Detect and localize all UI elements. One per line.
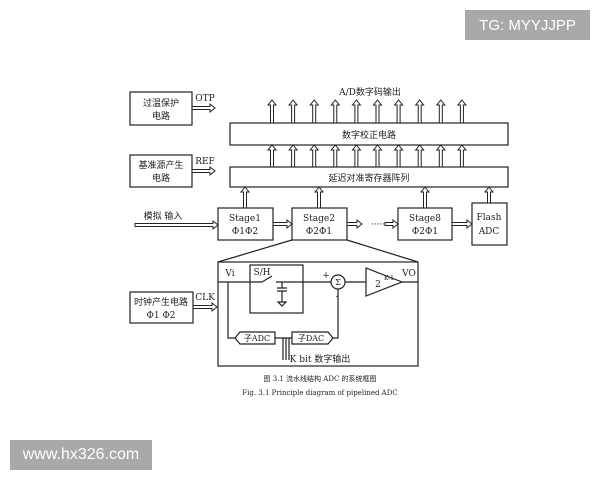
- output-arrow: [456, 99, 467, 124]
- output-label: A/D数字码输出: [338, 86, 401, 98]
- zoom-line-right: [346, 239, 419, 263]
- output-arrow: [435, 99, 446, 124]
- ref-signal: REF: [195, 157, 215, 167]
- stage8-to-flash-arrow: [451, 218, 473, 230]
- bus-arrow: [330, 144, 341, 168]
- output-arrow: [372, 99, 383, 124]
- stage-output-arrow: [483, 186, 495, 204]
- otp-arrow: [191, 102, 216, 114]
- stage8-name: Stage8: [409, 214, 441, 224]
- bus-arrow: [456, 144, 467, 168]
- stage-output-arrow: [419, 186, 431, 209]
- clock-label-2: Φ1 Φ2: [146, 311, 175, 321]
- sub-adc-label: 子ADC: [244, 334, 270, 343]
- stage1-to-stage2-arrow: [272, 218, 293, 230]
- minus-sign: -: [335, 292, 338, 302]
- delay-label: 延迟对准寄存器阵列: [328, 172, 409, 184]
- watermark-url: www.hx326.com: [10, 440, 152, 470]
- stage1-phase: Φ1Φ2: [232, 227, 258, 237]
- stage-output-arrow: [313, 186, 325, 209]
- bus-arrow: [435, 144, 446, 168]
- bus-arrow: [372, 144, 383, 168]
- clk-signal: CLK: [195, 293, 215, 303]
- to-stage8-arrow: [384, 218, 399, 230]
- flash-label-1: Flash: [477, 213, 502, 223]
- output-arrow: [330, 99, 341, 124]
- analog-input-arrow: [134, 219, 219, 231]
- watermark-telegram: TG: MYYJJPP: [465, 10, 590, 40]
- flash-label-2: ADC: [478, 227, 500, 237]
- kbit-output-lines: [282, 338, 290, 360]
- output-arrow: [393, 99, 404, 124]
- stage-output-arrow: [239, 186, 251, 209]
- stage1-name: Stage1: [229, 214, 261, 224]
- ellipsis: ·····: [371, 220, 385, 230]
- stage8-phase: Φ2Φ1: [412, 227, 438, 237]
- sub-adc-block: [234, 331, 276, 345]
- output-arrow: [266, 99, 278, 124]
- output-arrow: [351, 99, 362, 124]
- bus-arrow: [309, 144, 320, 168]
- sh-label: S/H: [253, 268, 270, 278]
- ref-label-1: 基准源产生: [138, 159, 183, 171]
- stage-detail-box: [217, 261, 419, 367]
- otp-signal: OTP: [195, 94, 214, 104]
- bus-arrow: [288, 144, 299, 168]
- flash-adc-block: [471, 202, 508, 246]
- caption-en: Fig. 3.1 Principle diagram of pipelined …: [242, 389, 397, 397]
- correction-block: [229, 122, 509, 146]
- clock-label-1: 时钟产生电路: [134, 296, 188, 308]
- stage2-name: Stage2: [303, 214, 335, 224]
- vi-label: Vi: [224, 269, 234, 279]
- otp-label-1: 过温保护: [143, 97, 179, 109]
- bus-arrow: [414, 144, 425, 168]
- gain-exponent: K-1: [384, 275, 394, 282]
- caption-cn: 图 3.1 流水线结构 ADC 的系统框图: [263, 374, 376, 383]
- sub-dac-label: 子DAC: [298, 334, 324, 343]
- sample-hold-block: [249, 264, 304, 314]
- analog-input-label: 模拟 输入: [144, 210, 183, 222]
- amplifier-triangle: [365, 267, 404, 297]
- output-arrow: [288, 99, 299, 124]
- kbit-label: K bit 数字输出: [290, 353, 351, 365]
- sub-dac-block: [291, 331, 334, 345]
- plus-sign: +: [322, 271, 330, 281]
- bus-arrow: [266, 144, 278, 168]
- bus-arrow: [393, 144, 404, 168]
- signal-path: [218, 275, 418, 283]
- bus-arrow: [351, 144, 362, 168]
- gain-label: 2: [375, 280, 381, 290]
- stage2-phase: Φ2Φ1: [306, 227, 332, 237]
- zoom-line-left: [217, 239, 293, 263]
- ref-label-2: 电路: [152, 172, 170, 184]
- clk-arrow: [192, 301, 218, 313]
- hold-capacitor: [276, 282, 288, 307]
- sigma-symbol: Σ: [335, 278, 341, 287]
- otp-label-2: 电路: [152, 110, 170, 122]
- vo-label: VO: [401, 269, 416, 279]
- stage2-out-arrow: [346, 218, 363, 230]
- ref-arrow: [191, 165, 216, 177]
- output-arrow: [309, 99, 320, 124]
- output-arrow: [414, 99, 425, 124]
- correction-label: 数字校正电路: [342, 129, 396, 141]
- delay-block: [229, 166, 509, 188]
